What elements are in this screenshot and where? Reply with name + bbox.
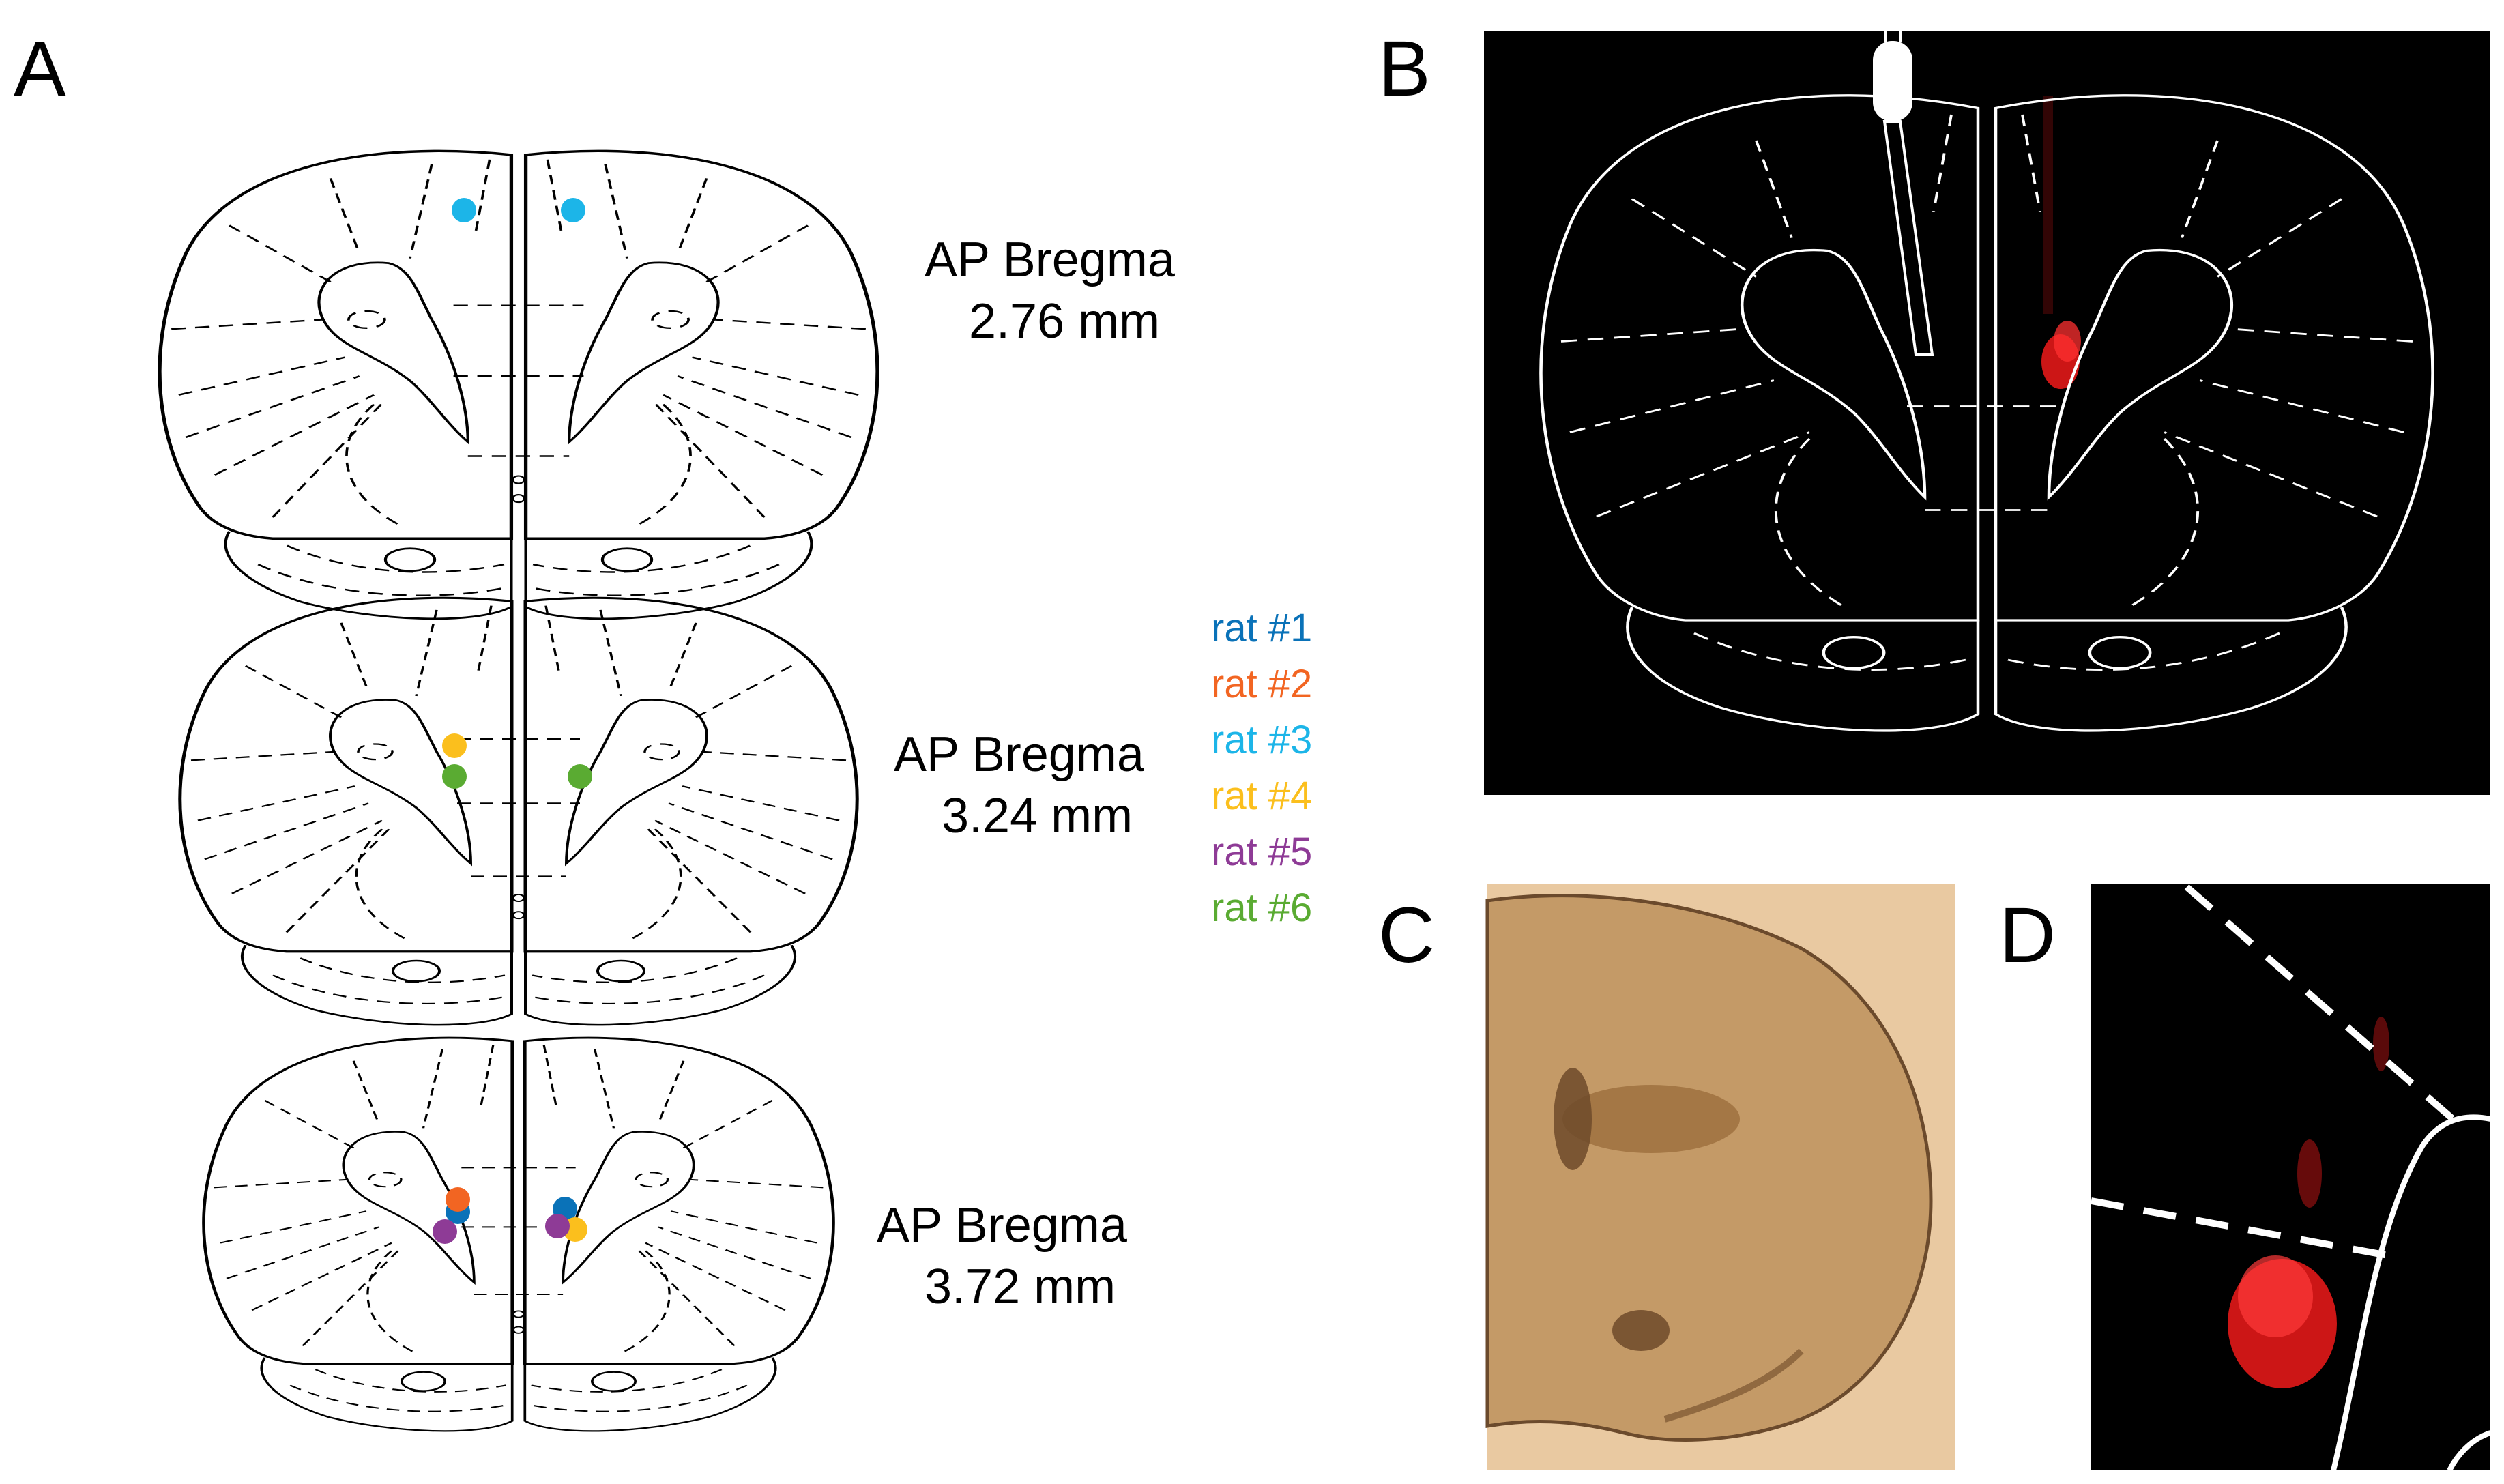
legend-item-rat3: rat #3	[1211, 718, 1312, 762]
brain-section-2	[180, 598, 857, 1025]
legend: rat #1 rat #2 rat #3 rat #4 rat #5 rat #…	[1211, 606, 1312, 930]
panel-b-image	[1484, 31, 2490, 795]
marker-rat3-right	[561, 198, 585, 222]
implant-markers	[433, 198, 592, 1244]
panel-d-label: D	[1999, 892, 2056, 979]
legend-item-rat2: rat #2	[1211, 662, 1312, 706]
section-2-label-line1: AP Bregma	[894, 727, 1145, 782]
panel-a-label: A	[14, 25, 66, 113]
panel-b-label: B	[1378, 25, 1431, 113]
panel-c-photo	[1485, 884, 1955, 1470]
section-1-label-line2: 2.76 mm	[969, 294, 1160, 349]
panel-d-image	[2091, 884, 2492, 1472]
legend-item-rat6: rat #6	[1211, 886, 1312, 930]
marker-rat6-right	[568, 764, 592, 789]
section-3-label-line2: 3.72 mm	[925, 1260, 1116, 1314]
marker-rat5-left	[433, 1219, 457, 1244]
section-3-label-line1: AP Bregma	[877, 1198, 1128, 1253]
marker-rat2-left	[446, 1187, 470, 1212]
marker-rat4-left	[442, 733, 467, 758]
legend-item-rat5: rat #5	[1211, 830, 1312, 874]
section-1-label-line1: AP Bregma	[925, 233, 1176, 287]
panel-c-label: C	[1378, 892, 1435, 979]
optic-fiber-icon	[1873, 31, 1934, 356]
brain-section-1	[160, 151, 877, 619]
marker-rat5-right	[545, 1214, 570, 1238]
legend-item-rat4: rat #4	[1211, 774, 1312, 818]
marker-rat3-left	[452, 198, 476, 222]
brain-section-3	[204, 1038, 834, 1431]
marker-rat6-left	[442, 764, 467, 789]
legend-item-rat1: rat #1	[1211, 606, 1312, 650]
section-2-label-line2: 3.24 mm	[942, 789, 1133, 843]
